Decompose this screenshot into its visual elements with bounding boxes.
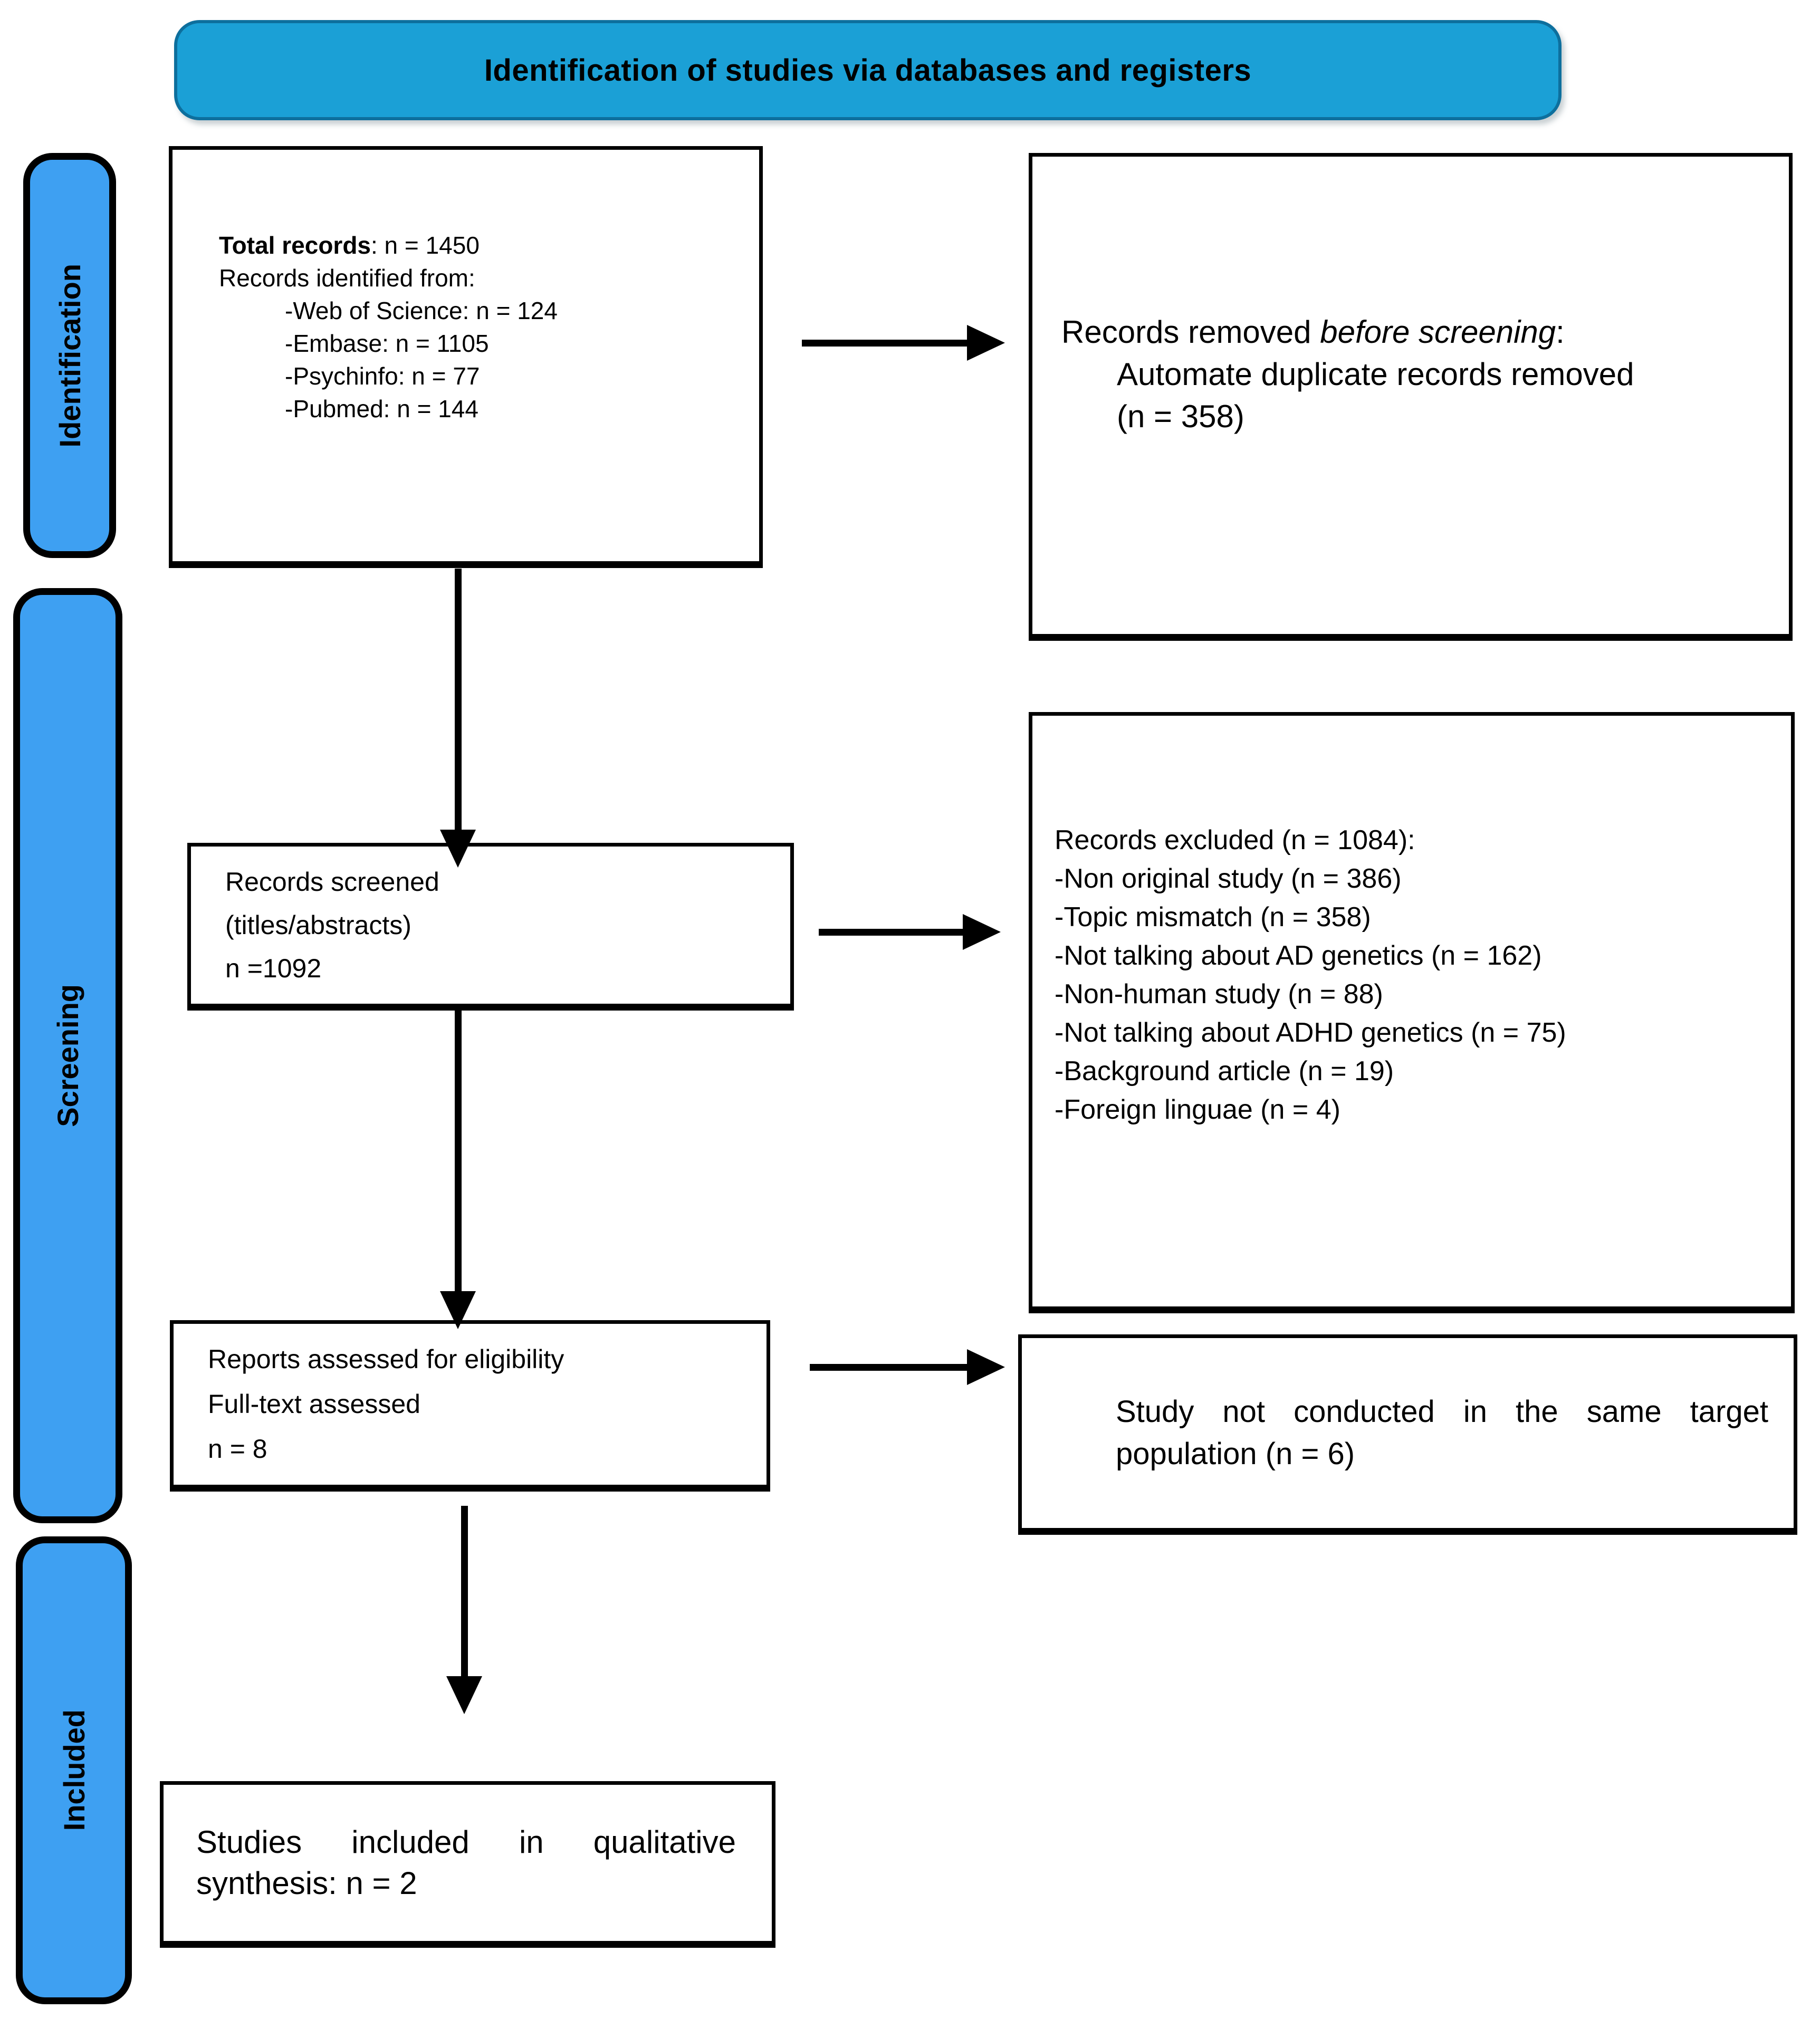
total-records-title: Total records: n = 1450 — [219, 232, 480, 259]
exclusion-reason: -Non original study (n = 386) — [1055, 863, 1402, 894]
box-records-screened: Records screened (titles/abstracts) n =1… — [187, 843, 794, 1011]
records-removed-count: (n = 358) — [1117, 398, 1244, 434]
source-item: -Pubmed: n = 144 — [285, 395, 478, 422]
records-removed-title: Records removed before screening: — [1061, 314, 1565, 350]
exclusion-reason: -Foreign linguae (n = 4) — [1055, 1094, 1340, 1125]
source-item: -Psychinfo: n = 77 — [285, 362, 480, 390]
records-screened-count: n =1092 — [225, 954, 322, 983]
arrow-head-right-icon — [967, 325, 1005, 361]
records-removed-detail: Automate duplicate records removed — [1117, 356, 1634, 392]
arrow-reports-assessed-to-study-not-conducted — [810, 1349, 1005, 1385]
box-records-removed: Records removed before screening: Automa… — [1029, 153, 1793, 641]
arrow-head-right-icon — [963, 914, 1001, 950]
box-studies-included: Studies included in qualitative synthesi… — [160, 1781, 775, 1948]
source-item: -Embase: n = 1105 — [285, 330, 489, 357]
stage-identification: Identification — [23, 153, 116, 558]
stage-screening: Screening — [13, 588, 122, 1523]
arrow-shaft — [802, 339, 967, 347]
diagram-title: Identification of studies via databases … — [484, 53, 1252, 88]
exclusion-reason: -Non-human study (n = 88) — [1055, 979, 1383, 1009]
stage-included: Included — [16, 1536, 132, 2004]
arrow-records-screened-to-records-excluded — [819, 914, 1001, 950]
arrow-total-records-to-records-removed — [802, 325, 1005, 361]
total-records-subtitle: Records identified from: — [219, 264, 475, 292]
box-study-not-conducted: Study not conducted in the same target p… — [1018, 1334, 1797, 1535]
arrow-head-down-icon — [440, 1291, 476, 1329]
stage-screening-label: Screening — [51, 984, 84, 1127]
box-records-excluded: Records excluded (n = 1084): -Non origin… — [1029, 712, 1795, 1313]
reports-assessed-count: n = 8 — [208, 1434, 267, 1464]
reports-assessed-line: Full-text assessed — [208, 1389, 420, 1419]
arrow-shaft — [454, 569, 462, 830]
stage-identification-label: Identification — [53, 263, 87, 448]
studies-included-text: Studies included in qualitative synthesi… — [196, 1824, 736, 1901]
records-excluded-title: Records excluded (n = 1084): — [1055, 825, 1415, 855]
arrow-shaft — [819, 928, 963, 936]
exclusion-reason: -Background article (n = 19) — [1055, 1056, 1394, 1087]
box-total-records: Total records: n = 1450 Records identifi… — [169, 146, 763, 568]
study-not-conducted-text: Study not conducted in the same target p… — [1116, 1395, 1768, 1471]
exclusion-reason: -Topic mismatch (n = 358) — [1055, 902, 1371, 932]
arrow-reports-assessed-to-studies-included — [446, 1506, 482, 1714]
arrow-head-down-icon — [446, 1676, 482, 1714]
records-screened-line: (titles/abstracts) — [225, 910, 411, 940]
arrow-head-down-icon — [440, 830, 476, 868]
arrow-shaft — [454, 1011, 462, 1291]
arrow-records-screened-to-reports-assessed — [440, 1011, 476, 1329]
exclusion-reason: -Not talking about AD genetics (n = 162) — [1055, 940, 1542, 971]
exclusion-reason: -Not talking about ADHD genetics (n = 75… — [1055, 1017, 1566, 1048]
stage-included-label: Included — [57, 1709, 91, 1831]
box-reports-assessed: Reports assessed for eligibility Full-te… — [170, 1320, 770, 1492]
records-screened-line: Records screened — [225, 867, 439, 897]
arrow-shaft — [810, 1363, 967, 1371]
arrow-shaft — [461, 1506, 468, 1676]
source-item: -Web of Science: n = 124 — [285, 297, 558, 324]
header-banner: Identification of studies via databases … — [174, 20, 1562, 120]
arrow-total-records-to-records-screened — [440, 569, 476, 868]
reports-assessed-line: Reports assessed for eligibility — [208, 1344, 564, 1374]
arrow-head-right-icon — [967, 1349, 1005, 1385]
